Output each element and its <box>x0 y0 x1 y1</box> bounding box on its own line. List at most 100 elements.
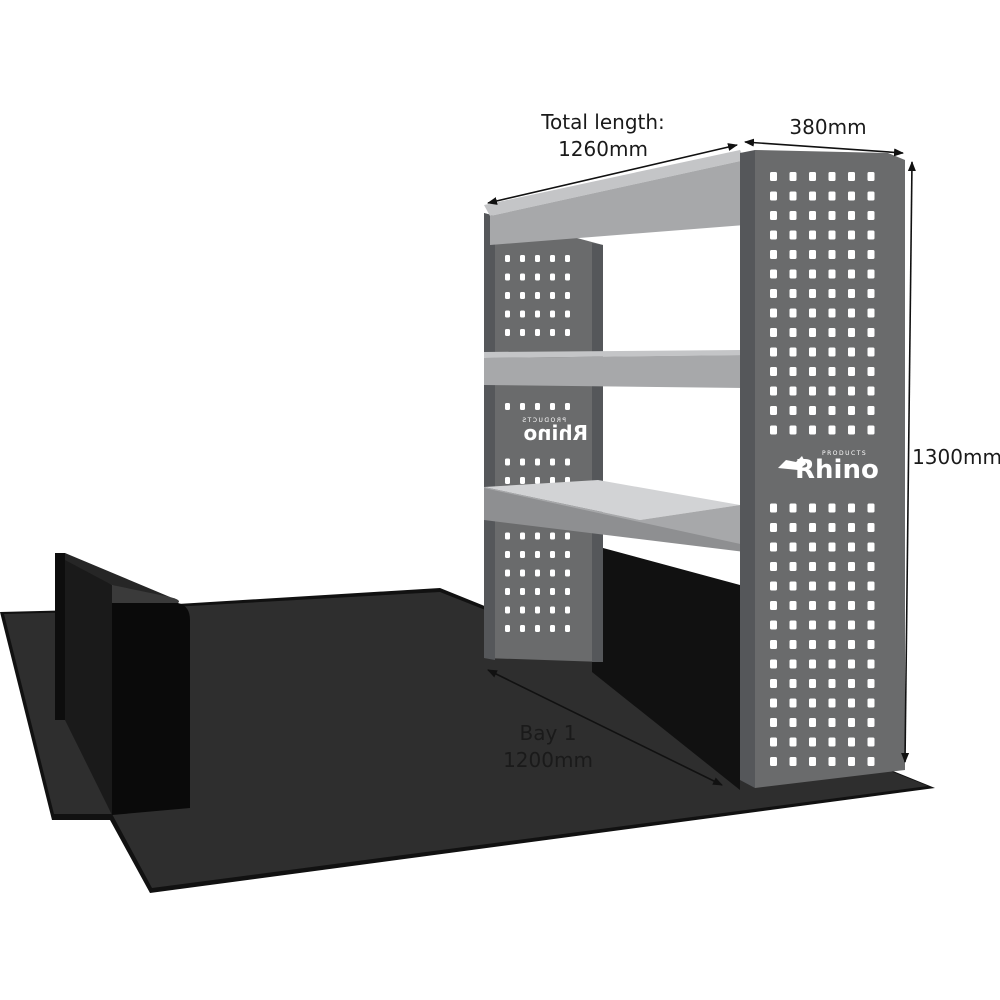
perforation-hole <box>809 757 816 766</box>
perforation-hole <box>770 581 777 591</box>
perforation-hole <box>828 425 836 435</box>
perforation-hole <box>520 625 525 632</box>
perforation-hole <box>789 269 797 279</box>
perforation-hole <box>550 310 555 318</box>
perforation-hole <box>848 679 855 688</box>
perforation-hole <box>505 551 510 558</box>
perforation-hole <box>550 458 555 466</box>
perforation-hole <box>789 406 797 415</box>
perforation-hole <box>789 581 797 591</box>
perforation-hole <box>565 310 570 318</box>
perforation-hole <box>828 718 836 727</box>
perforation-hole <box>505 273 510 281</box>
perforation-hole <box>770 659 777 669</box>
perforation-hole <box>828 367 836 376</box>
perforation-hole <box>789 211 797 220</box>
perforation-hole <box>535 458 540 466</box>
perforation-hole <box>867 308 875 318</box>
perforation-hole <box>565 606 570 614</box>
perforation-hole <box>535 292 540 299</box>
perforation-hole <box>520 477 525 484</box>
perforation-hole <box>550 588 555 595</box>
perforation-hole <box>828 406 836 415</box>
perforation-hole <box>770 269 777 279</box>
perforation-hole <box>828 347 836 357</box>
perforation-hole <box>848 718 855 727</box>
perforation-hole <box>867 737 875 747</box>
perforation-hole <box>809 737 816 747</box>
perforation-hole <box>770 679 777 688</box>
perforation-hole <box>867 191 875 201</box>
perforation-hole <box>550 606 555 614</box>
perforation-hole <box>828 503 836 513</box>
perforation-hole <box>828 230 836 240</box>
perforation-hole <box>828 640 836 649</box>
perforation-hole <box>770 698 777 708</box>
perforation-hole <box>828 562 836 571</box>
perforation-hole <box>789 328 797 337</box>
perforation-hole <box>809 698 816 708</box>
perforation-hole <box>520 458 525 466</box>
perforation-hole <box>828 328 836 337</box>
perforation-hole <box>565 625 570 632</box>
perforation-hole <box>828 308 836 318</box>
front-panel-perforations <box>770 172 875 766</box>
perforation-hole <box>770 620 777 630</box>
perforation-hole <box>520 403 525 410</box>
perforation-hole <box>770 250 777 259</box>
perforation-hole <box>770 757 777 766</box>
perforation-hole <box>867 542 875 552</box>
perforation-hole <box>535 329 540 336</box>
perforation-hole <box>848 523 855 532</box>
perforation-hole <box>520 606 525 614</box>
perforation-hole <box>848 659 855 669</box>
perforation-hole <box>848 191 855 201</box>
perforation-hole <box>828 191 836 201</box>
perforation-hole <box>565 569 570 577</box>
perforation-hole <box>867 620 875 630</box>
perforation-hole <box>550 403 555 410</box>
perforation-hole <box>828 386 836 396</box>
perforation-hole <box>867 640 875 649</box>
perforation-hole <box>789 640 797 649</box>
perforation-hole <box>770 503 777 513</box>
perforation-hole <box>848 620 855 630</box>
perforation-hole <box>520 569 525 577</box>
perforation-hole <box>848 737 855 747</box>
height-label: 1300mm <box>912 445 1000 469</box>
top-shelf <box>484 150 745 245</box>
perforation-hole <box>565 532 570 540</box>
perforation-hole <box>848 542 855 552</box>
perforation-hole <box>535 569 540 577</box>
perforation-hole <box>520 292 525 299</box>
perforation-hole <box>770 211 777 220</box>
perforation-hole <box>789 425 797 435</box>
perforation-hole <box>828 542 836 552</box>
perforation-hole <box>809 562 816 571</box>
perforation-hole <box>809 620 816 630</box>
perforation-hole <box>809 581 816 591</box>
perforation-hole <box>505 625 510 632</box>
perforation-hole <box>828 581 836 591</box>
perforation-hole <box>789 542 797 552</box>
perforation-hole <box>809 230 816 240</box>
perforation-hole <box>770 308 777 318</box>
perforation-hole <box>789 308 797 318</box>
perforation-hole <box>505 329 510 336</box>
perforation-hole <box>867 347 875 357</box>
perforation-hole <box>867 581 875 591</box>
perforation-hole <box>535 310 540 318</box>
depth-arrow <box>744 138 904 157</box>
perforation-hole <box>565 551 570 558</box>
perforation-hole <box>505 458 510 466</box>
perforation-hole <box>848 581 855 591</box>
perforation-hole <box>789 347 797 357</box>
perforation-hole <box>770 523 777 532</box>
perforation-hole <box>520 588 525 595</box>
bay-width-arrow <box>487 669 723 786</box>
perforation-hole <box>809 269 816 279</box>
perforation-hole <box>789 601 797 610</box>
perforation-hole <box>770 289 777 298</box>
perforation-hole <box>770 406 777 415</box>
